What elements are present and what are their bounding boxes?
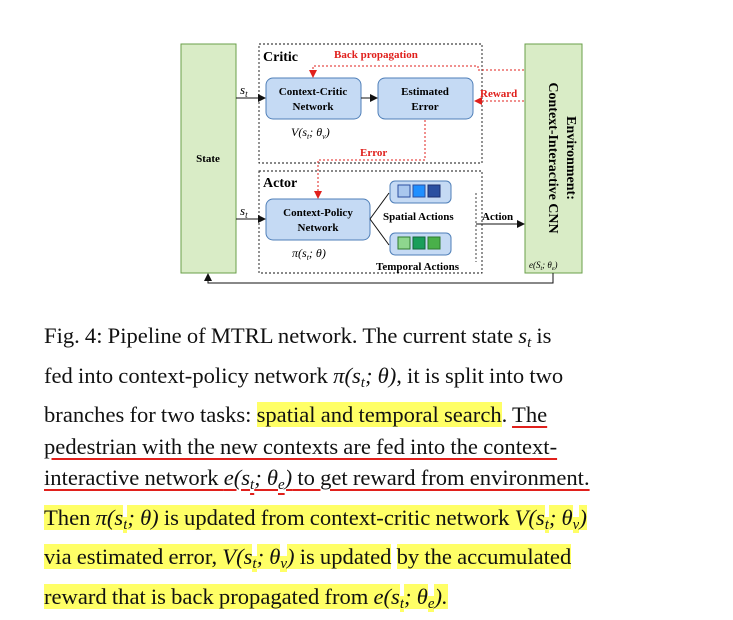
caption-line: pedestrian with the new contexts are fed… <box>44 431 716 463</box>
caption-segment: . <box>502 402 512 427</box>
spatial-square-2 <box>413 185 425 197</box>
caption-segment: pedestrian with the new contexts are fed… <box>44 434 557 459</box>
caption-segment: Then <box>44 505 96 530</box>
caption-segment: e(s <box>374 584 400 609</box>
spatial-square-1 <box>398 185 410 197</box>
caption-segment: ; θ <box>254 465 278 490</box>
policy-formula: π(st; θ) <box>292 246 326 262</box>
caption-segment: is updated from context-critic network <box>159 505 515 530</box>
state-label: State <box>196 153 220 165</box>
caption-line: branches for two tasks: spatial and temp… <box>44 399 716 431</box>
caption-segment: V(s <box>222 544 252 569</box>
figure-caption: Fig. 4: Pipeline of MTRL network. The cu… <box>44 320 716 620</box>
temporal-square-1 <box>398 237 410 249</box>
caption-segment: s <box>518 323 527 348</box>
caption-segment: e(s <box>224 465 250 490</box>
feedback-loop-arrow <box>208 273 553 283</box>
caption-line: fed into context-policy network π(st; θ)… <box>44 360 716 400</box>
caption-segment: to get reward from environment. <box>292 465 589 490</box>
environment-label-line1: Environment: <box>563 116 578 200</box>
pipeline-figure: State Environment: Context-Interactive C… <box>0 0 733 305</box>
caption-line: Fig. 4: Pipeline of MTRL network. The cu… <box>44 320 716 360</box>
back-propagation-label: Back propagation <box>334 49 418 61</box>
caption-segment: , it is split into two <box>396 363 563 388</box>
reward-label: Reward <box>480 88 517 100</box>
caption-segment: interactive network <box>44 465 224 490</box>
action-label: Action <box>482 211 513 223</box>
spatial-square-3 <box>428 185 440 197</box>
environment-label-line2: Context-Interactive CNN <box>545 82 560 233</box>
caption-segment: π(s <box>96 505 124 530</box>
context-policy-line1: Context-Policy <box>283 207 353 219</box>
critic-formula: V(st; θv) <box>291 125 330 141</box>
caption-segment: ; θ <box>549 505 573 530</box>
caption-line: reward that is back propagated from e(st… <box>44 581 716 620</box>
caption-segment: via estimated error, <box>44 544 222 569</box>
caption-segment: fed into context-policy network <box>44 363 333 388</box>
spatial-actions-label: Spatial Actions <box>383 211 454 223</box>
caption-segment: t <box>252 556 256 572</box>
caption-line: Then π(st; θ) is updated from context-cr… <box>44 502 716 542</box>
caption-segment: by the accumulated <box>397 544 572 569</box>
caption-segment: The <box>512 402 547 427</box>
error-label: Error <box>360 147 387 159</box>
caption-segment: ; θ) <box>365 363 396 388</box>
caption-segment: ). <box>434 584 447 609</box>
caption-segment: is updated <box>295 544 392 569</box>
caption-segment <box>391 544 396 569</box>
caption-segment: branches for two tasks: <box>44 402 257 427</box>
caption-segment: ) <box>579 505 587 530</box>
caption-segment: ) <box>287 544 295 569</box>
state-input-bottom-label: st <box>240 203 248 220</box>
context-critic-line1: Context-Critic <box>279 86 348 98</box>
state-input-top-label: st <box>240 82 248 99</box>
caption-segment: ; θ <box>404 584 428 609</box>
caption-segment: π(s <box>333 363 361 388</box>
temporal-actions-label: Temporal Actions <box>376 261 460 273</box>
temporal-square-3 <box>428 237 440 249</box>
caption-segment: ; θ) <box>127 505 158 530</box>
caption-line: via estimated error, V(st; θv) is update… <box>44 541 716 581</box>
temporal-square-2 <box>413 237 425 249</box>
caption-segment: spatial and temporal search <box>257 402 502 427</box>
caption-segment: Fig. 4: Pipeline of MTRL network. The cu… <box>44 323 518 348</box>
context-critic-line2: Network <box>293 101 335 113</box>
caption-line: interactive network e(st; θe) to get rew… <box>44 462 716 502</box>
actor-label: Actor <box>263 176 297 191</box>
estimated-error-line2: Error <box>411 101 438 113</box>
context-policy-line2: Network <box>298 222 340 234</box>
caption-segment: is <box>531 323 551 348</box>
estimated-error-line1: Estimated <box>401 86 449 98</box>
caption-segment: ; θ <box>257 544 281 569</box>
caption-segment: e <box>278 477 285 493</box>
critic-label: Critic <box>263 50 298 65</box>
caption-segment: reward that is back propagated from <box>44 584 374 609</box>
back-propagation-path <box>313 66 524 77</box>
caption-segment: V(s <box>515 505 545 530</box>
